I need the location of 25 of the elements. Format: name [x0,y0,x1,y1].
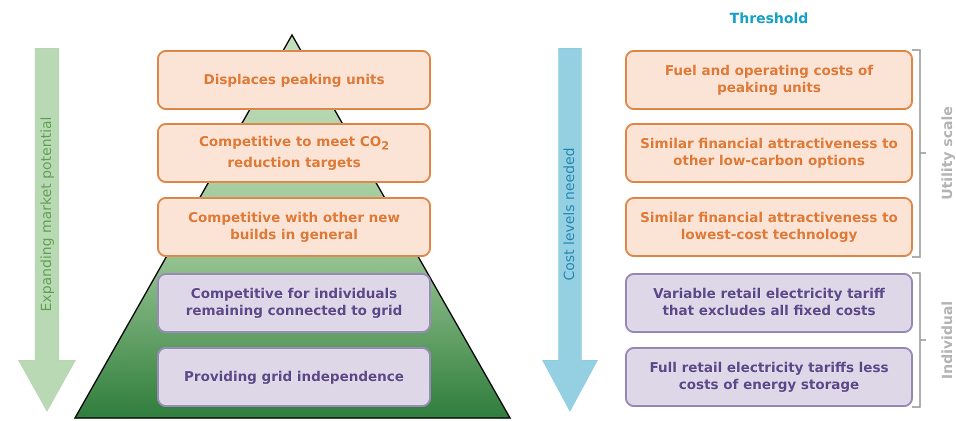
arrow-label: Cost levels needed [562,147,578,281]
level-box [157,50,431,110]
box-text: Providing grid independence [184,368,404,386]
heading: Threshold [730,11,808,27]
level-box [625,273,913,333]
level-box [157,197,431,257]
level-box [625,197,913,257]
box-text: Similar financial attractiveness to other low-carbon options [639,136,899,170]
level-box [625,50,913,110]
box-text: Displaces peaking units [203,72,384,88]
box-text: Fuel and operating costs of peaking units [664,63,874,97]
box-text: Competitive for individuals remaining connected to grid [184,286,404,320]
level-box [157,347,431,407]
box-text: Full retail electricity tariffs less costs of energy storage [648,360,890,394]
level-box [157,273,431,333]
level-box [157,123,431,183]
box-text: Similar financial attractiveness to lowest-cost technology [639,210,899,244]
level-box [625,123,913,183]
level-box [625,347,913,407]
box-text: Variable retail electricity tariff that excludes all fixed costs [652,286,886,320]
bracket-label: Utility scale [940,106,956,200]
bracket-label: Individual [940,300,956,380]
box-text: Competitive with other new builds in general [187,210,401,244]
box-text: Competitive to meet CO$_{2}$ reduction targets [198,134,390,172]
arrow-label: Expanding market potential [39,116,55,312]
